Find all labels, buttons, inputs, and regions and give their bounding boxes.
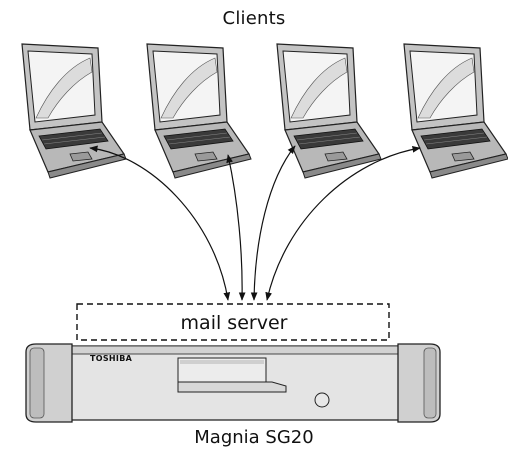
connection-2 [226, 154, 246, 301]
server-brand-logo: TOSHIBA [90, 354, 133, 363]
mail-server-box [76, 303, 390, 341]
laptop-client-2 [146, 43, 252, 179]
server-name-label: Magnia SG20 [194, 427, 314, 448]
clients-title: Clients [222, 8, 286, 29]
connection-4 [265, 145, 421, 301]
laptop-client-1 [21, 43, 127, 179]
laptop-client-3 [276, 43, 382, 179]
connection-3 [250, 145, 296, 301]
mail-server-label: mail server [180, 312, 288, 334]
laptop-client-4 [403, 43, 508, 179]
connection-1 [89, 145, 231, 301]
server-unit [25, 343, 441, 423]
